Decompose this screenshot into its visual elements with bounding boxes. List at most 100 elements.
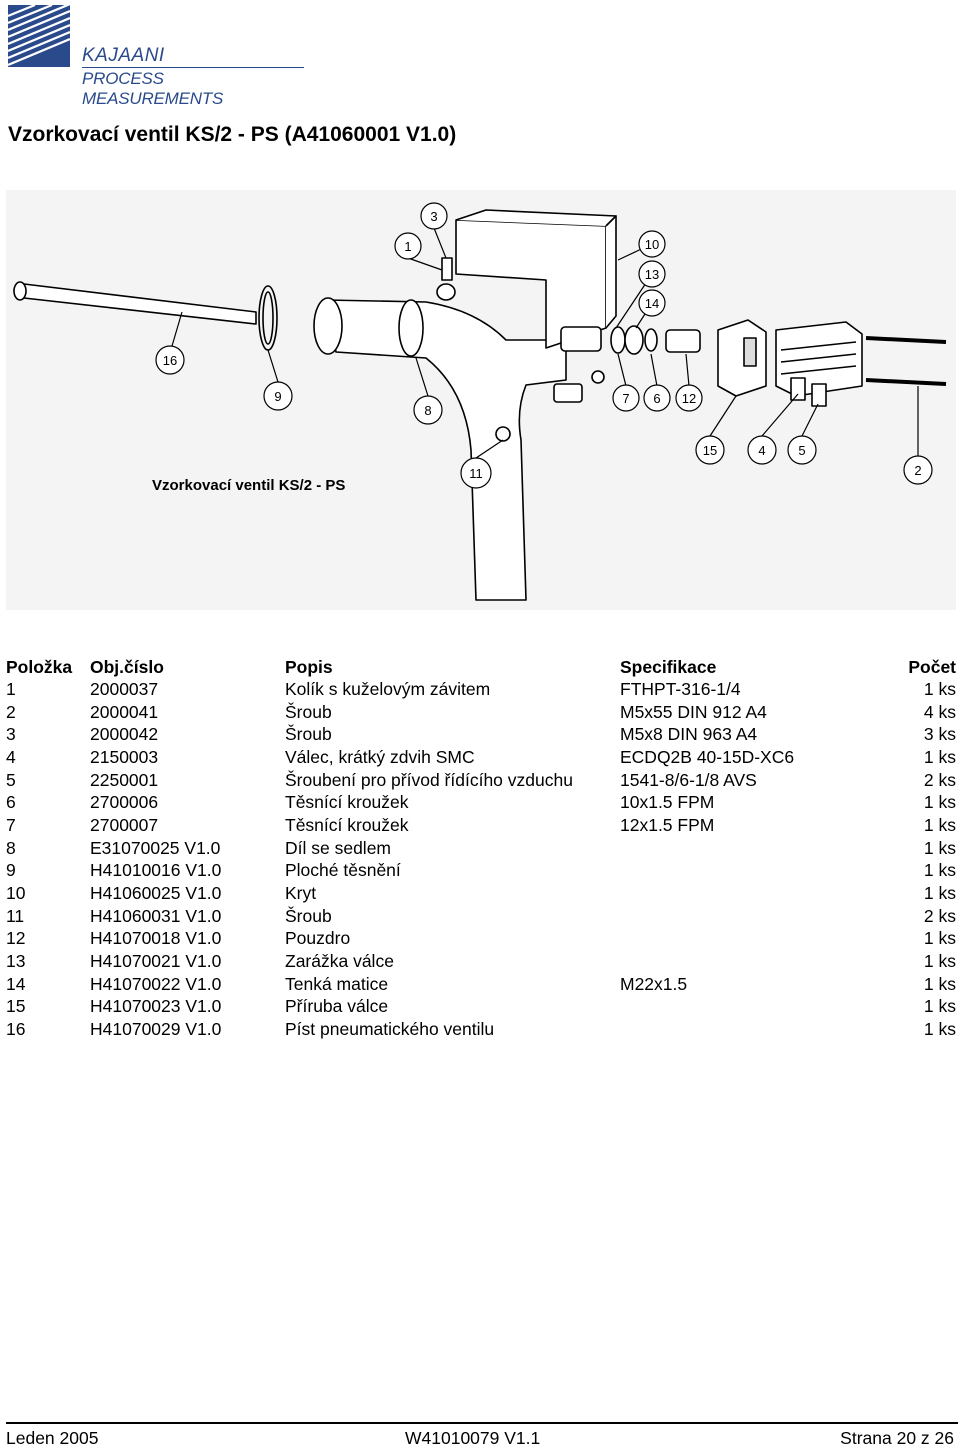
cell-item: 3 xyxy=(6,724,16,745)
callout-9: 9 xyxy=(263,349,293,411)
cell-quantity: 1 ks xyxy=(923,883,956,904)
parts-table: Položka Obj.číslo Popis Specifikace Poče… xyxy=(6,656,956,1041)
cell-number: H41070018 V1.0 xyxy=(90,928,222,949)
cell-number: 2000041 xyxy=(90,701,159,722)
cell-specification xyxy=(620,996,870,1019)
cell-description: Ploché těsnění xyxy=(285,860,401,881)
cell-item: 11 xyxy=(6,905,25,926)
callout-4: 4 xyxy=(747,393,799,465)
cell-specification: FTHPT-316-1/4 xyxy=(620,678,741,699)
cell-specification xyxy=(620,950,870,973)
cell-quantity: 1 ks xyxy=(923,678,956,699)
table-row: 10 H41060025 V1.0 Kryt 1 ks xyxy=(6,882,956,905)
cell-description: Tenká matice xyxy=(285,973,389,994)
cell-item: 7 xyxy=(6,814,16,835)
cell-specification: ECDQ2B 40-15D-XC6 xyxy=(620,746,795,767)
cell-number: 2700007 xyxy=(90,814,159,835)
cell-number: H41070023 V1.0 xyxy=(90,996,222,1017)
svg-text:15: 15 xyxy=(703,443,717,458)
cell-quantity: 2 ks xyxy=(923,905,956,926)
cell-description: Šroubení pro přívod řídícího vzduchu xyxy=(285,769,573,790)
logo-text-process: PROCESS MEASUREMENTS xyxy=(82,69,224,108)
svg-text:13: 13 xyxy=(645,267,659,282)
table-row: 13 H41070021 V1.0 Zarážka válce 1 ks xyxy=(6,950,956,973)
cell-quantity: 1 ks xyxy=(923,973,956,994)
callout-13: 13 xyxy=(615,260,666,329)
svg-text:2: 2 xyxy=(914,463,921,478)
cell-item: 6 xyxy=(6,792,16,813)
cell-number: H41060025 V1.0 xyxy=(90,883,222,904)
svg-text:12: 12 xyxy=(682,391,696,406)
cell-quantity: 3 ks xyxy=(923,724,956,745)
cylinder-flange-part xyxy=(717,319,767,397)
cell-description: Kryt xyxy=(285,883,317,904)
cell-description: Příruba válce xyxy=(285,996,389,1017)
header-number: Obj.číslo xyxy=(90,656,164,677)
assembly-drawing: Vzorkovací ventil KS/2 - PS 1 3 10 13 14… xyxy=(6,190,956,610)
piston-rod-tip xyxy=(13,281,27,301)
header-description: Popis xyxy=(285,656,333,677)
cell-description: Díl se sedlem xyxy=(285,837,392,858)
cell-description: Zarážka válce xyxy=(285,951,394,972)
cell-number: 2000042 xyxy=(90,724,159,745)
cell-number: E31070025 V1.0 xyxy=(90,837,221,858)
callout-11: 11 xyxy=(460,439,504,489)
cell-specification xyxy=(620,905,870,928)
footer-document-number: W41010079 V1.1 xyxy=(405,1428,541,1448)
cell-specification: 1541-8/6-1/8 AVS xyxy=(620,769,757,790)
header-item: Položka xyxy=(6,656,73,677)
cell-number: H41070022 V1.0 xyxy=(90,973,222,994)
table-header-row: Položka Obj.číslo Popis Specifikace Poče… xyxy=(6,656,956,678)
svg-text:11: 11 xyxy=(469,466,483,481)
cell-item: 8 xyxy=(6,837,16,858)
table-row: 8 E31070025 V1.0 Díl se sedlem 1 ks xyxy=(6,837,956,860)
callout-6: 6 xyxy=(643,353,671,412)
callout-14: 14 xyxy=(635,289,666,329)
cell-item: 14 xyxy=(6,973,26,994)
svg-text:6: 6 xyxy=(653,391,660,406)
company-logo: KAJAANI PROCESS MEASUREMENTS xyxy=(8,5,308,108)
callout-5: 5 xyxy=(787,403,819,465)
footer-page-number: Strana 20 z 26 xyxy=(840,1428,954,1448)
cell-item: 2 xyxy=(6,701,16,722)
cell-quantity: 1 ks xyxy=(923,837,956,858)
cell-quantity: 2 ks xyxy=(923,769,956,790)
cell-specification xyxy=(620,882,870,905)
header-specification: Specifikace xyxy=(620,656,717,677)
cell-specification: M5x8 DIN 963 A4 xyxy=(620,724,758,745)
cell-quantity: 1 ks xyxy=(923,928,956,949)
cell-specification xyxy=(620,1018,870,1041)
cell-description: Kolík s kuželovým závitem xyxy=(285,678,491,699)
callout-3: 3 xyxy=(420,202,448,259)
cell-number: H41070029 V1.0 xyxy=(90,1019,222,1040)
callout-16: 16 xyxy=(155,311,185,375)
callout-12: 12 xyxy=(675,353,703,412)
svg-text:1: 1 xyxy=(404,239,411,254)
svg-text:8: 8 xyxy=(424,403,431,418)
callout-8: 8 xyxy=(413,357,443,425)
callout-10: 10 xyxy=(617,230,666,261)
callout-15: 15 xyxy=(695,395,737,465)
cell-number: H41070021 V1.0 xyxy=(90,951,222,972)
cell-item: 5 xyxy=(6,769,16,790)
cell-item: 13 xyxy=(6,951,26,972)
cell-specification: M5x55 DIN 912 A4 xyxy=(620,701,767,722)
cell-quantity: 1 ks xyxy=(923,996,956,1017)
svg-text:16: 16 xyxy=(163,353,177,368)
cell-quantity: 1 ks xyxy=(923,951,956,972)
cell-item: 10 xyxy=(6,883,26,904)
cell-quantity: 4 ks xyxy=(923,701,956,722)
svg-text:9: 9 xyxy=(274,389,281,404)
table-row: 5 2250001 Šroubení pro přívod řídícího vzd… xyxy=(6,769,956,792)
cell-number: H41060031 V1.0 xyxy=(90,905,222,926)
cell-number: 2250001 xyxy=(90,769,159,790)
